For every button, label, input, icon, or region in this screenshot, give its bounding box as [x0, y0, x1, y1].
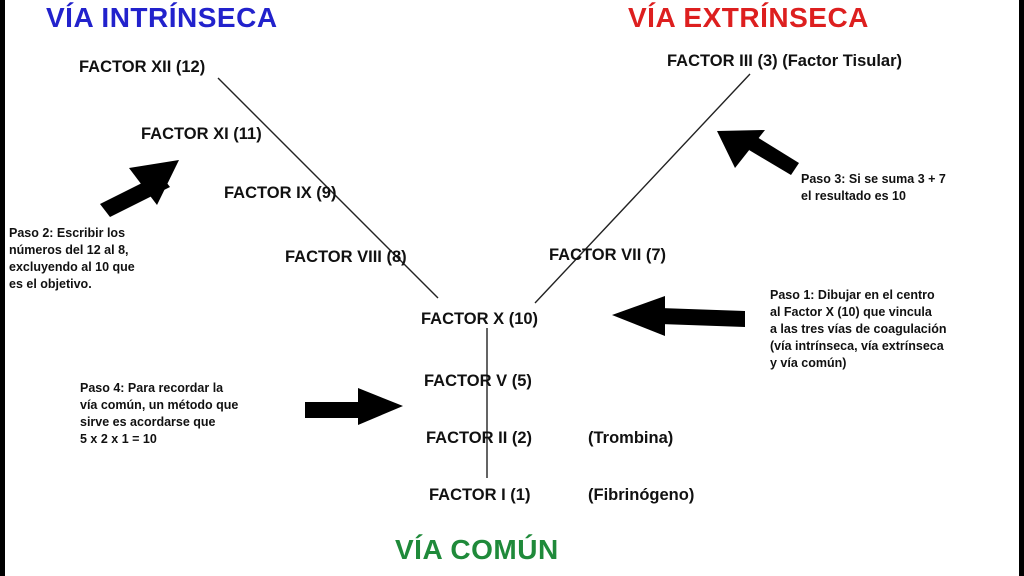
step-2-line: números del 12 al 8, [9, 243, 129, 257]
step-4-line: vía común, un método que [80, 398, 239, 412]
step-2-line: excluyendo al 10 que [9, 260, 135, 274]
step-1-line: y vía común) [770, 356, 847, 370]
heading-common-pathway: VÍA COMÚN [395, 534, 559, 565]
step-1-line: al Factor X (10) que vincula [770, 305, 932, 319]
step-4-line: 5 x 2 x 1 = 10 [80, 432, 157, 446]
heading-extrinsic-pathway: VÍA EXTRÍNSECA [628, 2, 869, 33]
factor-i-note: (Fibrinógeno) [588, 486, 695, 504]
factor-i-label: FACTOR I (1) [429, 486, 531, 504]
step-2-note: Paso 2: Escribir los números del 12 al 8… [9, 225, 135, 293]
factor-xii-label: FACTOR XII (12) [79, 58, 206, 76]
step-2-line: es el objetivo. [9, 277, 92, 291]
arrow-right-icon [305, 388, 403, 425]
coagulation-diagram: VÍA INTRÍNSECA VÍA EXTRÍNSECA VÍA COMÚN … [5, 0, 1019, 576]
arrow-up-left-icon [717, 130, 799, 175]
step-1-line: (vía intrínseca, vía extrínseca [770, 339, 944, 353]
step-2-line: Paso 2: Escribir los [9, 226, 126, 240]
step-3-note: Paso 3: Si se suma 3 + 7 el resultado es… [801, 171, 946, 205]
factor-ii-label: FACTOR II (2) [426, 429, 533, 447]
step-4-line: Paso 4: Para recordar la [80, 381, 224, 395]
step-3-line: el resultado es 10 [801, 189, 906, 203]
factor-ii-note: (Trombina) [588, 429, 674, 447]
factor-v-label: FACTOR V (5) [424, 372, 532, 390]
step-1-line: Paso 1: Dibujar en el centro [770, 288, 935, 302]
step-3-line: Paso 3: Si se suma 3 + 7 [801, 172, 946, 186]
step-4-note: Paso 4: Para recordar la vía común, un m… [80, 380, 238, 448]
factor-viii-label: FACTOR VIII (8) [285, 248, 407, 266]
step-1-line: a las tres vías de coagulación [770, 322, 947, 336]
factor-x-label: FACTOR X (10) [421, 310, 539, 328]
connector-iii-to-x [534, 73, 751, 304]
arrow-up-right-icon [100, 160, 179, 217]
step-1-note: Paso 1: Dibujar en el centro al Factor X… [770, 287, 946, 372]
factor-xi-label: FACTOR XI (11) [141, 125, 262, 143]
heading-intrinsic-pathway: VÍA INTRÍNSECA [46, 2, 278, 33]
step-4-line: sirve es acordarse que [80, 415, 216, 429]
factor-ix-label: FACTOR IX (9) [224, 184, 337, 202]
factor-iii-label: FACTOR III (3) (Factor Tisular) [667, 52, 903, 70]
factor-vii-label: FACTOR VII (7) [549, 246, 667, 264]
connector-xii-to-x [217, 77, 439, 299]
arrow-left-icon [612, 296, 745, 336]
connector-lines [100, 73, 799, 478]
